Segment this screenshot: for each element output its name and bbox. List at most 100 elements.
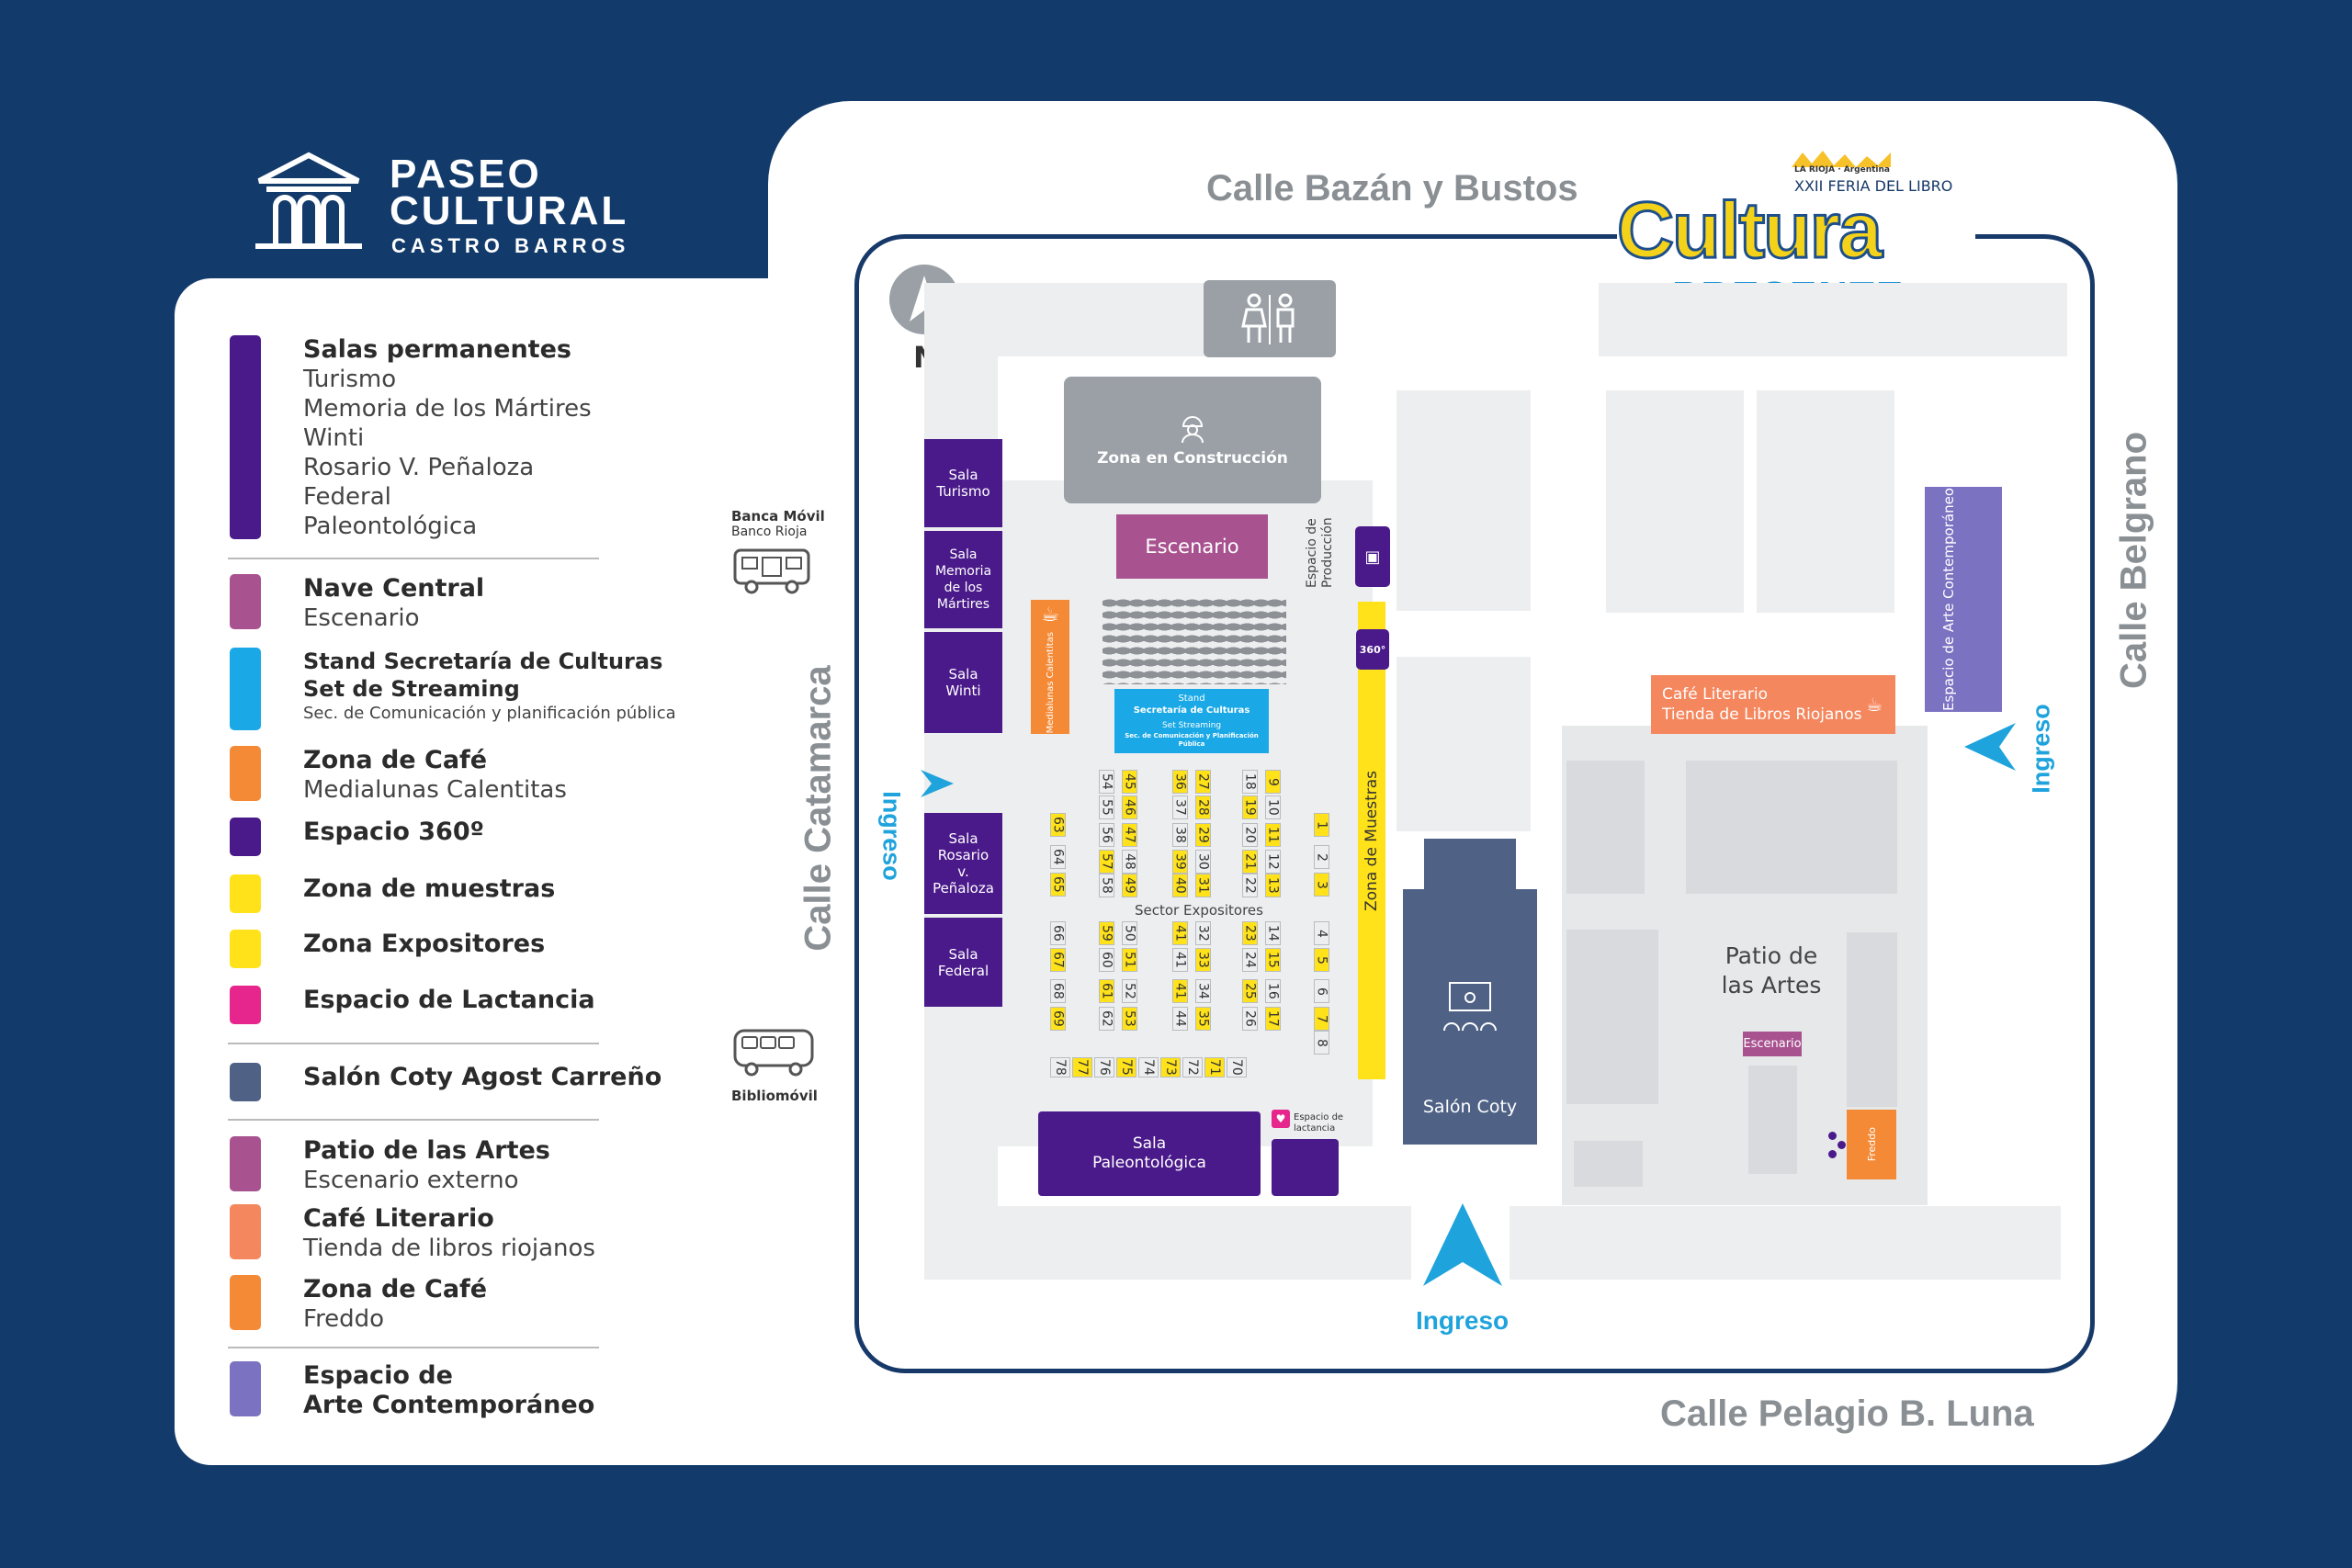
stand-17: 17 (1265, 1007, 1281, 1031)
sala-turismo-label: Sala Turismo (936, 467, 990, 500)
street-south: Calle Pelagio B. Luna (1660, 1393, 2034, 1434)
bus-icon (733, 548, 810, 594)
arte-contemporaneo: Espacio de Arte Contemporáneo (1925, 487, 2002, 712)
legend-small: Sec. de Comunicación y planificación púb… (303, 704, 676, 723)
banca-movil-sub: Banco Rioja (731, 525, 808, 539)
legend-item-lactancia: Espacio de Lactancia (230, 986, 595, 1024)
street-west-label: Calle Catamarca (797, 665, 839, 952)
lactancia-icon-box: ♥ (1272, 1110, 1290, 1128)
stand-14: 14 (1265, 921, 1281, 945)
restrooms (1204, 280, 1336, 357)
stand-16: 16 (1265, 979, 1281, 1003)
legend-sub: Freddo (303, 1305, 385, 1333)
legend-title: Patio de las Artes (303, 1136, 550, 1165)
construction-zone: Zona en Construcción (1064, 377, 1321, 503)
building-block (1606, 390, 1744, 613)
stand-56: 56 (1099, 823, 1114, 847)
logo-line3: CASTRO BARROS (391, 234, 630, 257)
sala-federal-label: Sala Federal (937, 945, 989, 979)
stand-34: 34 (1195, 979, 1211, 1003)
stand-77: 77 (1072, 1057, 1092, 1077)
legend-swatch (230, 335, 261, 539)
freddo-dots (1826, 1130, 1849, 1167)
sala-memoria: Sala Memoria de los Mártires (924, 531, 1002, 628)
legend-title: Espacio de Lactancia (303, 986, 595, 1014)
path-south (924, 1206, 1411, 1280)
produccion-box: ▣ (1355, 526, 1390, 587)
legend-title: Zona de Café (303, 746, 488, 774)
legend-item-muestras: Zona de muestras (230, 874, 555, 913)
escenario-patio: Escenario (1743, 1032, 1802, 1056)
arte-label: Espacio de Arte Contemporáneo (1940, 487, 1957, 712)
sala-winti: Sala Winti (924, 632, 1002, 733)
ingreso-south-label: Ingreso (1416, 1306, 1510, 1335)
stand-29: 29 (1195, 823, 1211, 847)
legend-divider (228, 1043, 599, 1044)
coffee-icon: ☕ (1866, 694, 1883, 716)
worker-icon (1182, 416, 1204, 444)
stand-48: 48 (1122, 850, 1137, 874)
stand-37: 37 (1172, 795, 1188, 819)
stand-65: 65 (1050, 873, 1066, 897)
banca-movil-title: Banca Móvil (731, 508, 825, 525)
legend-swatch (230, 1275, 261, 1330)
legend-item-patio: Patio de las Artes Escenario externo (230, 1136, 550, 1195)
legend-item-salas: Salas permanentes Turismo Memoria de los… (230, 335, 592, 541)
legend-item-nave: Nave Central Escenario (230, 574, 484, 633)
building-block (1396, 390, 1531, 611)
bibliomovil: Bibliomóvil (731, 1027, 832, 1104)
lactancia-icon: ♥ (1275, 1112, 1286, 1125)
stand-50: 50 (1122, 921, 1137, 945)
stand-secretaria: Stand Secretaría de Culturas Set Streami… (1114, 689, 1269, 753)
escenario-patio-label: Escenario (1743, 1037, 1802, 1051)
building-block (1757, 390, 1894, 613)
legend-divider (228, 558, 599, 559)
legend-item-stand: Stand Secretaría de Culturas Set de Stre… (230, 648, 676, 730)
stand-title: Stand (1178, 694, 1205, 704)
building-logo-icon (255, 152, 362, 249)
event-small: LA RIOJA · Argentina (1794, 165, 1890, 175)
street-west: Calle Catamarca (796, 665, 842, 951)
stand-28: 28 (1195, 795, 1211, 819)
sala-turismo: Sala Turismo (924, 439, 1002, 527)
seating-area (1102, 597, 1286, 684)
stand-27: 27 (1195, 770, 1211, 794)
stand-23: 23 (1242, 921, 1258, 945)
legend-swatch (230, 930, 261, 968)
sala-memoria-label: Sala Memoria de los Mártires (934, 547, 992, 612)
stand-25: 25 (1242, 979, 1258, 1003)
stand-75: 75 (1116, 1057, 1136, 1077)
map-frame (854, 234, 2095, 1373)
legend-title: Salas permanentes (303, 335, 571, 364)
medialunas-label: Medialunas Calentitas (1045, 632, 1056, 734)
legend-item-freddo: Zona de Café Freddo (230, 1275, 487, 1334)
patio-block (1566, 761, 1645, 894)
stand-21: 21 (1242, 850, 1258, 874)
stand-33: 33 (1195, 948, 1211, 972)
stand-13: 13 (1265, 874, 1281, 897)
sala-paleo-annex (1272, 1139, 1339, 1196)
path-north-east (1599, 283, 2067, 356)
sala-rosario: Sala Rosario v. Peñaloza (924, 813, 1002, 914)
patio-block (1686, 761, 1897, 894)
legend-sub: Rosario V. Peñaloza (303, 454, 535, 481)
salon-coty-top (1424, 839, 1516, 894)
arrow-up-icon (1423, 1203, 1502, 1286)
stand-40: 40 (1172, 874, 1188, 897)
stand-62: 62 (1099, 1007, 1114, 1031)
stand-74: 74 (1138, 1057, 1159, 1077)
restroom-icon (1241, 293, 1295, 344)
stand-76: 76 (1094, 1057, 1114, 1077)
legend-sub: Federal (303, 483, 391, 511)
sala-rosario-label: Sala Rosario v. Peñaloza (933, 830, 994, 897)
legend-swatch (230, 746, 261, 801)
stand-44: 44 (1172, 1007, 1188, 1031)
stand-31: 31 (1195, 874, 1211, 897)
stand-30: 30 (1195, 850, 1211, 874)
event-title: Cultura (1616, 186, 1884, 276)
salon-coty-label: Salón Coty (1422, 1097, 1518, 1117)
legend-item-expositores: Zona Expositores (230, 930, 545, 968)
skyline-icon (1792, 151, 1891, 167)
stand-53: 53 (1122, 1007, 1137, 1031)
legend-title: Café Literario (303, 1204, 494, 1233)
